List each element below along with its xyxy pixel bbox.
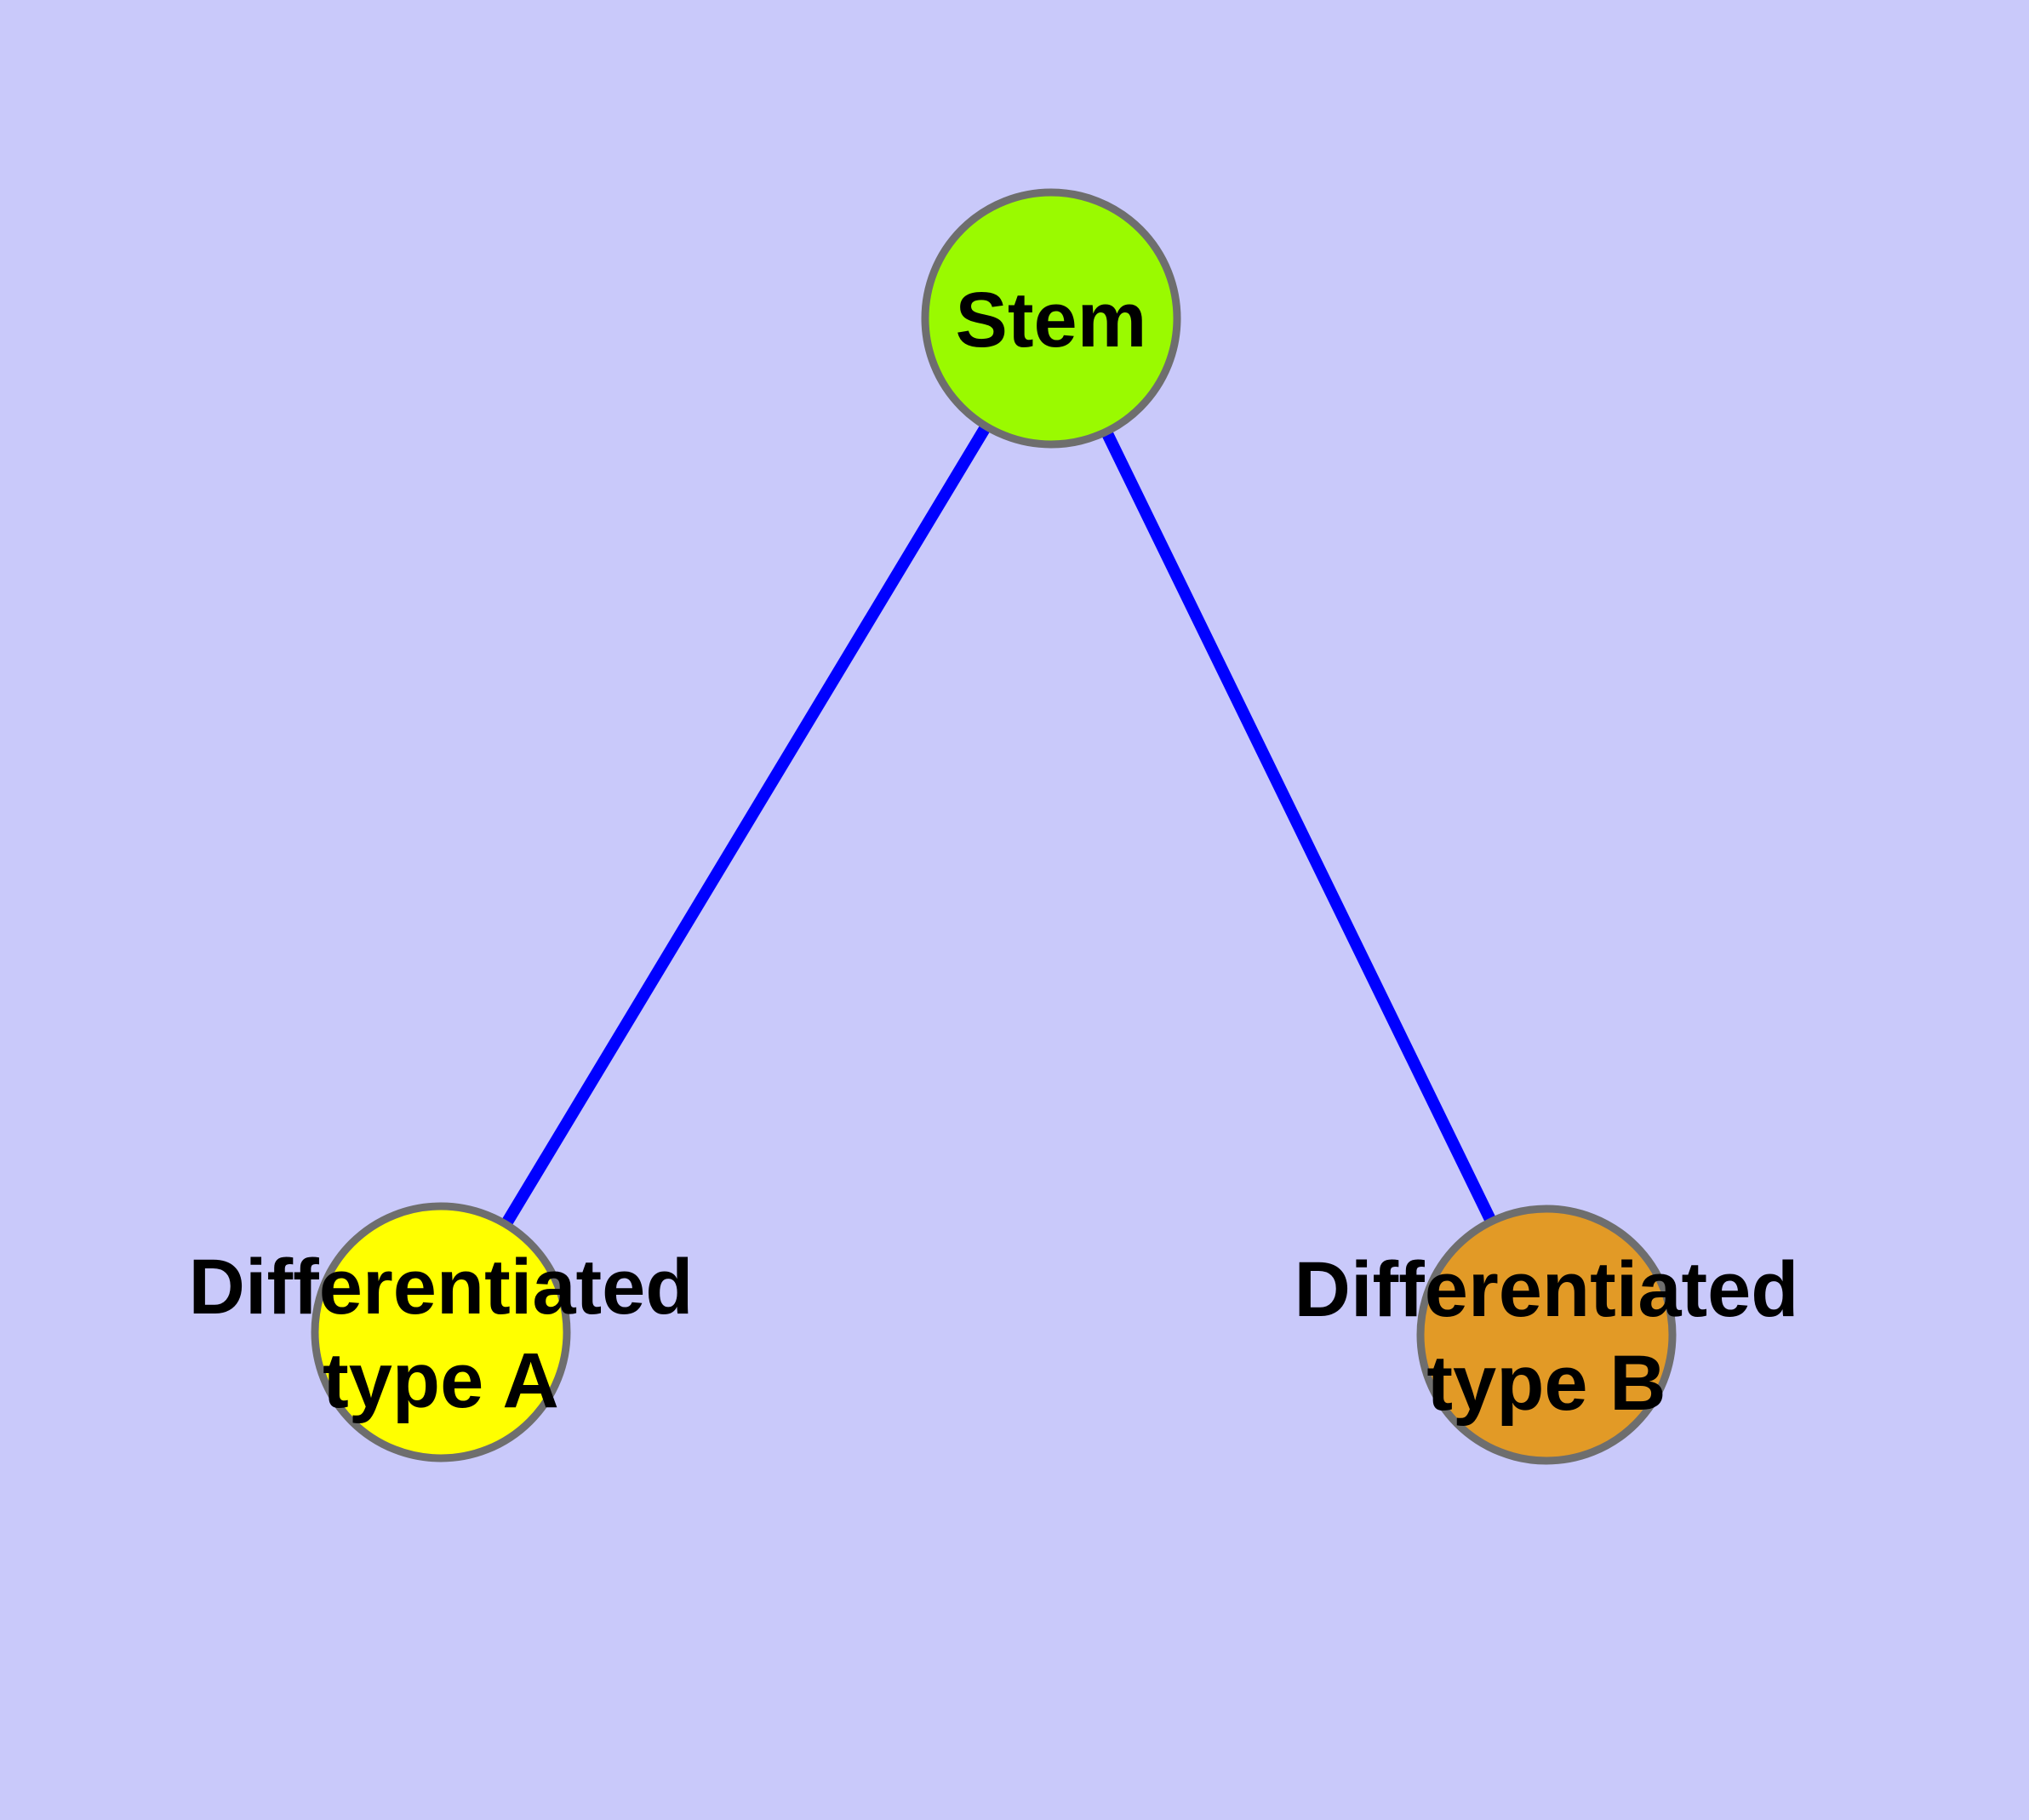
type-a-node-circle [311,1202,571,1462]
node-differentiated-type-a: Differentiated type A [189,1202,694,1462]
type-b-node-label-line1: Differentiated [1295,1246,1799,1333]
edge-stem-to-type-a [436,315,1056,1336]
type-a-node-label-line2: type A [323,1337,559,1424]
edge-stem-to-type-b [1045,315,1552,1338]
node-stem: Stem [921,188,1181,449]
stem-node-circle [921,188,1181,449]
stem-node-label: Stem [956,277,1147,363]
type-a-node-label-line1: Differentiated [189,1244,694,1331]
node-differentiated-type-b: Differentiated type B [1295,1205,1799,1465]
type-b-node-label-line2: type B [1426,1340,1666,1427]
type-b-node-circle [1416,1205,1677,1465]
